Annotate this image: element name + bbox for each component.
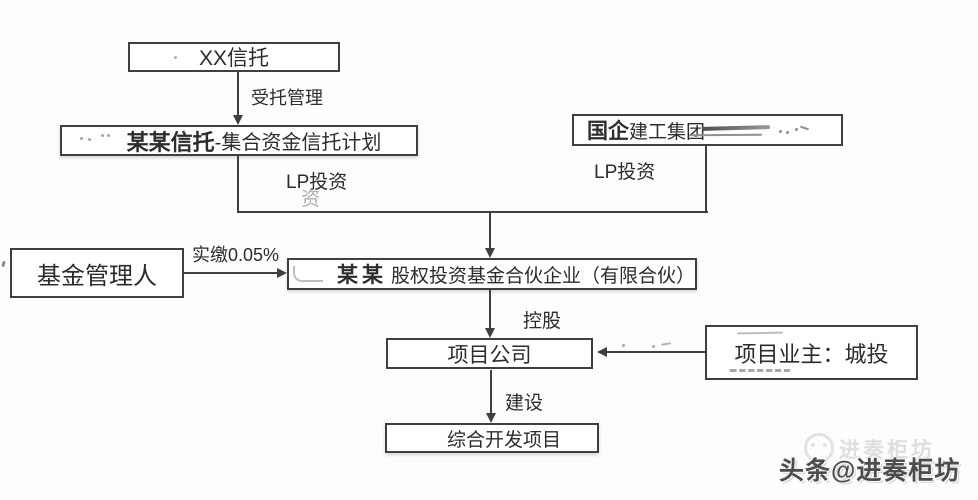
- edge-owner-to-projectcompany: [607, 351, 705, 353]
- node-soe-group-label-strong: 国企: [587, 120, 629, 143]
- arrow-down-icon: [486, 413, 496, 423]
- node-partnership-label-strong: 某某: [337, 264, 387, 287]
- node-dev-project: 综合开发项目: [385, 423, 599, 453]
- node-xx-trust-label: XX信托: [198, 47, 269, 70]
- watermark-main-text: 头条@进奏柜坊: [779, 457, 961, 485]
- smudge: [779, 130, 782, 133]
- edge-label-lp-invest-right: LP投资: [594, 162, 656, 183]
- edge-junction-bar: [238, 211, 708, 213]
- edge-xxtrust-to-trustplan: [237, 72, 239, 116]
- smudge: [652, 345, 655, 348]
- edge-fundmanager-to-partnership: [184, 272, 277, 274]
- edge-label-lp-invest-left: LP投资: [286, 172, 348, 193]
- edge-label-construction: 建设: [505, 393, 544, 414]
- edge-label-paid-in-capital: 实缴0.05%: [192, 245, 280, 265]
- arrow-down-icon: [233, 115, 243, 125]
- edge-trustplan-down: [237, 156, 239, 213]
- smiley-logo-icon: [804, 433, 834, 463]
- node-trust-plan-label-rest: -集合资金信托计划: [214, 132, 382, 154]
- node-fund-manager-label: 基金管理人: [37, 262, 157, 290]
- smudge: [80, 137, 83, 140]
- smudge: [660, 342, 672, 346]
- smudge: [101, 134, 104, 137]
- smudge: [174, 56, 177, 59]
- arrow-down-icon: [485, 248, 495, 258]
- edge-label-entrusted-management: 受托管理: [251, 88, 323, 108]
- edge-label-lp-invest-left-ghost: 资: [301, 189, 321, 210]
- edge-junction-to-partnership: [489, 212, 491, 249]
- smudge: [795, 128, 798, 131]
- arrow-right-icon: [277, 268, 287, 278]
- node-partnership: 某某股权投资基金合伙企业（有限合伙）: [287, 258, 697, 290]
- node-dev-project-label: 综合开发项目: [446, 429, 561, 451]
- smudge: [107, 134, 110, 137]
- node-soe-group-label-rest: 建工集团: [629, 121, 706, 143]
- node-project-company-label: 项目公司: [447, 343, 532, 367]
- edge-label-controlling-stake: 控股: [523, 311, 562, 332]
- node-partnership-label-rest: 股权投资基金合伙企业（有限合伙）: [391, 265, 696, 287]
- edge-projectcompany-to-devproject: [490, 370, 492, 414]
- node-trust-plan: 某某信托-集合资金信托计划: [60, 125, 418, 156]
- smudge: [786, 131, 789, 134]
- arrow-left-icon: [597, 347, 607, 357]
- smudge: [293, 266, 323, 282]
- watermark-faint-text: 进奏柜坊: [839, 439, 935, 462]
- node-xx-trust: XX信托: [128, 42, 340, 72]
- node-fund-manager: 基金管理人: [10, 248, 184, 298]
- arrow-down-icon: [485, 328, 495, 338]
- node-project-owner-label: 项目业主：城投: [734, 341, 889, 367]
- node-project-company: 项目公司: [386, 338, 593, 369]
- smudge: [1, 260, 6, 268]
- smudge: [88, 138, 91, 141]
- smudge: [622, 344, 625, 347]
- edge-soegroup-down: [705, 146, 707, 213]
- node-trust-plan-label-strong: 某某信托: [126, 129, 215, 155]
- smudge: [729, 369, 791, 372]
- edge-partnership-to-projectcompany: [489, 290, 491, 329]
